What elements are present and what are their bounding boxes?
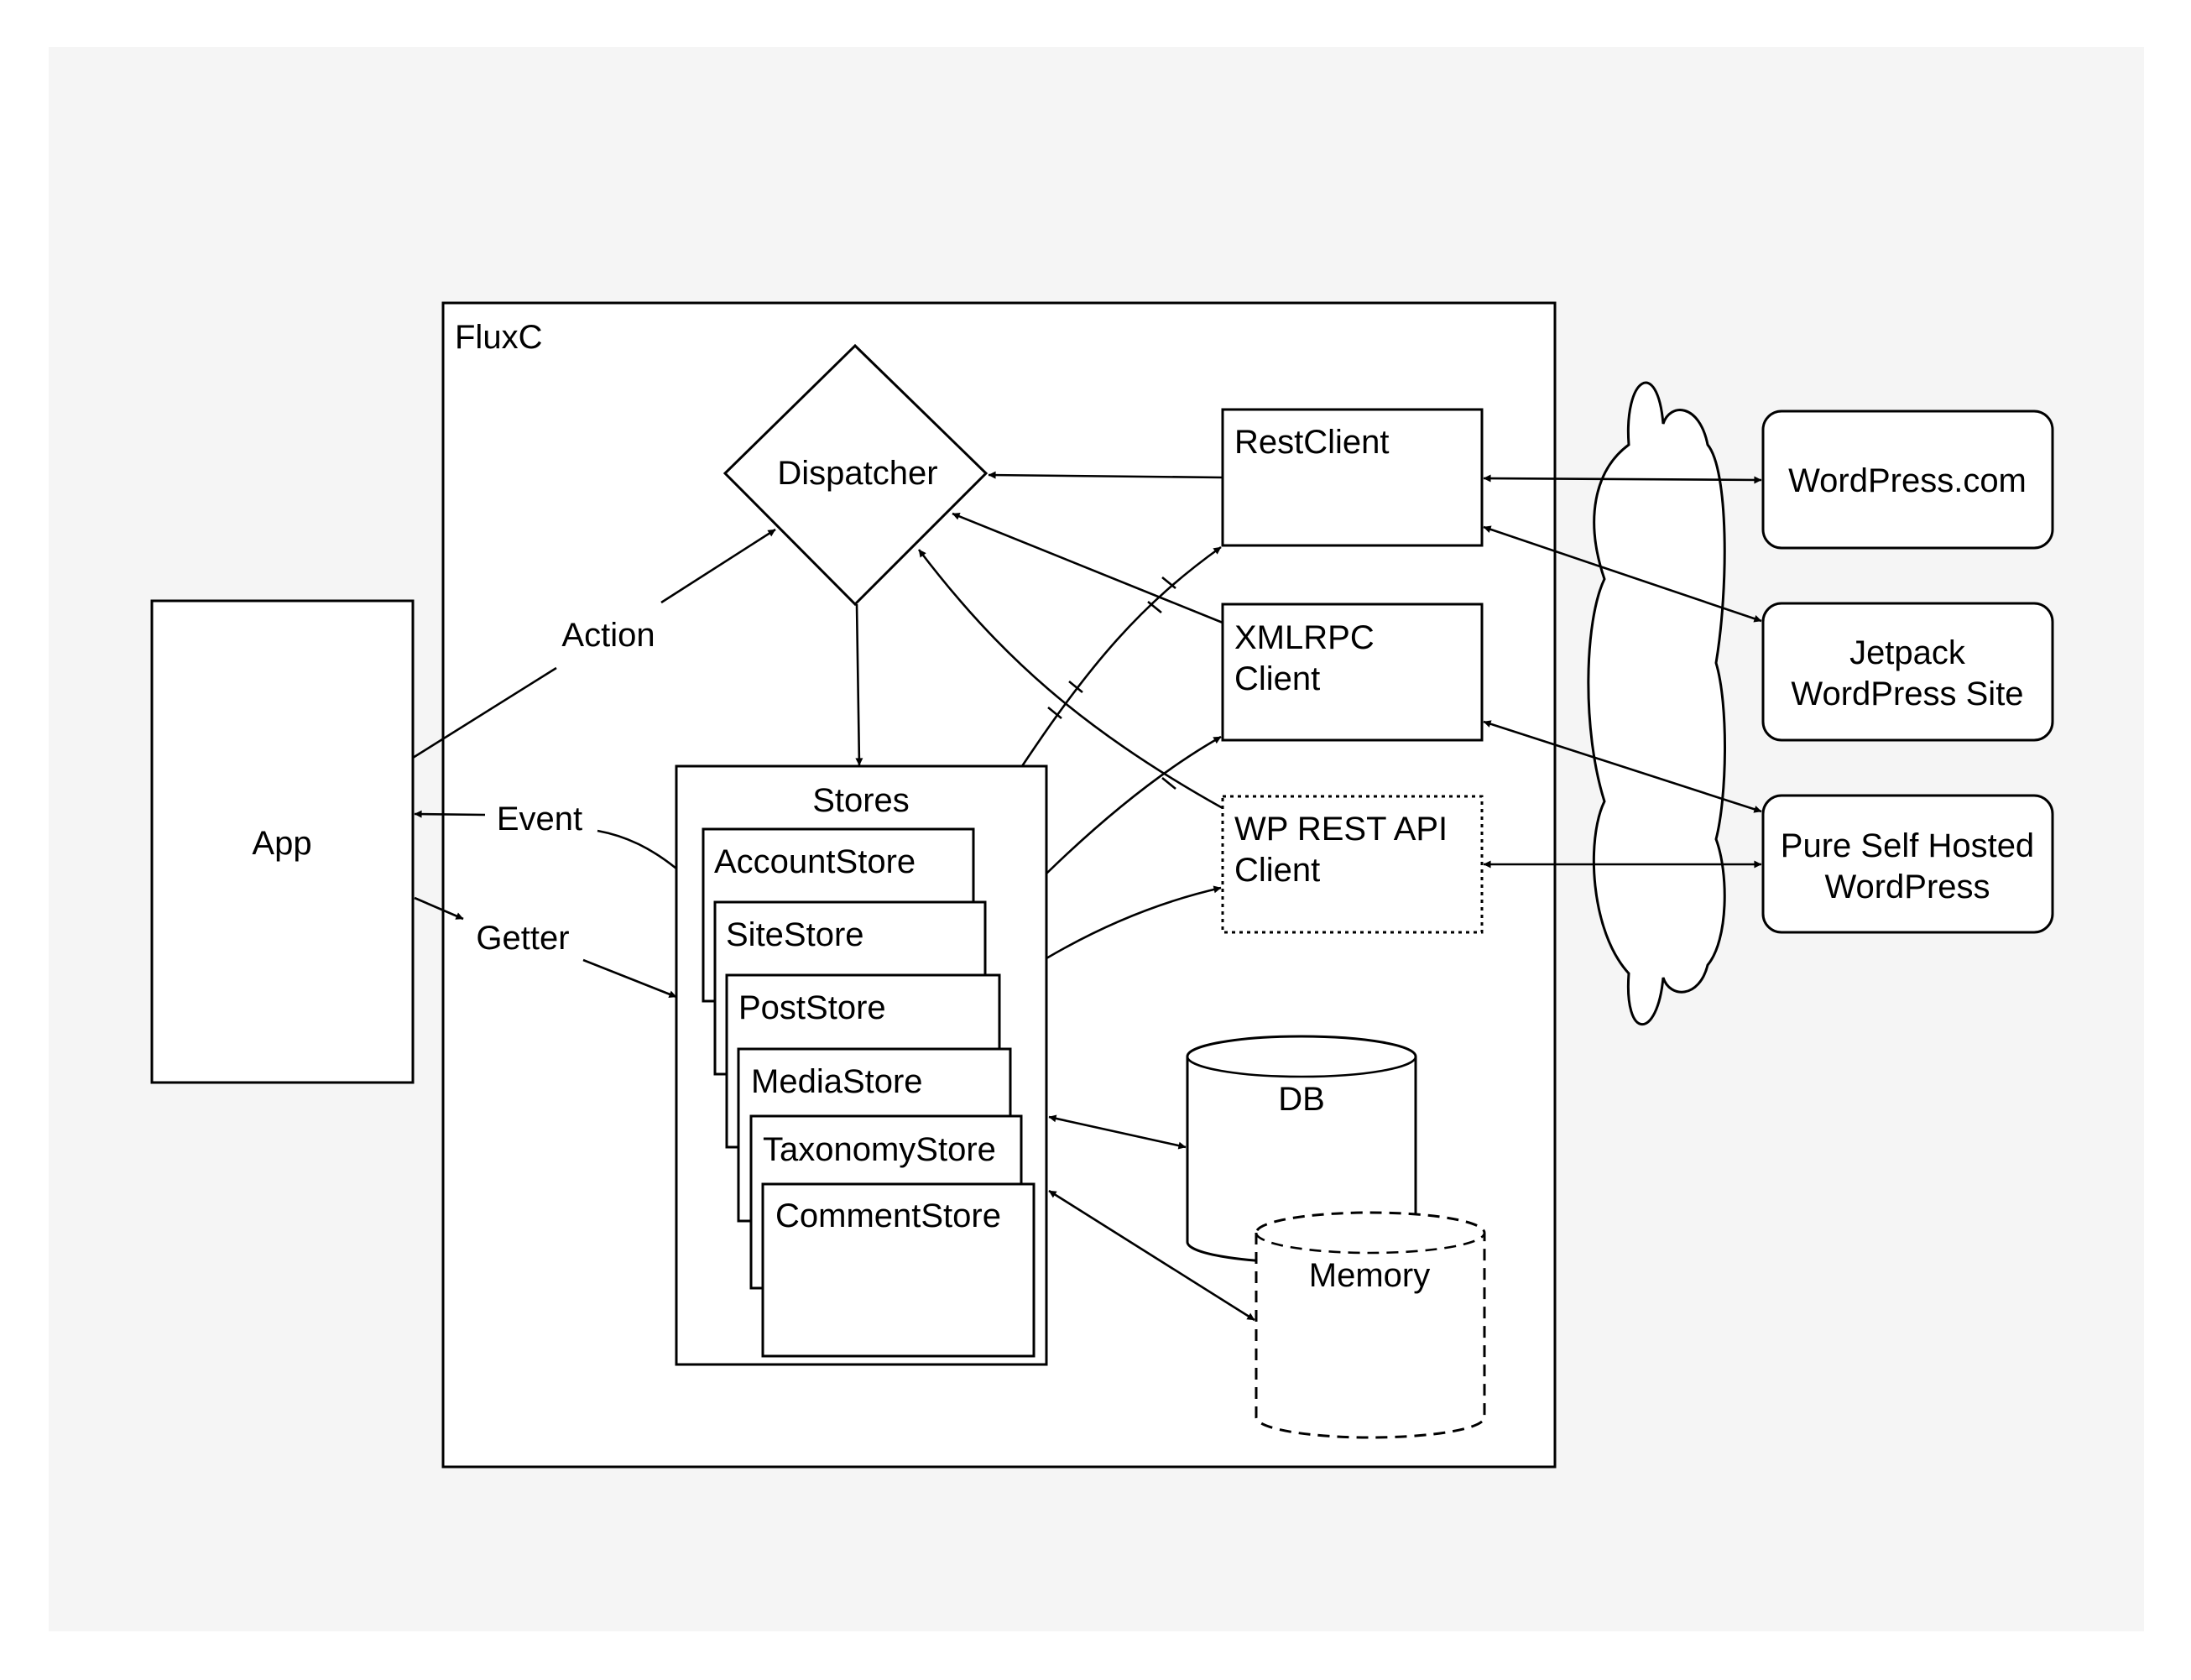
restclient-wordpresscom-arrow [1483, 474, 1762, 484]
db-label: DB [1278, 1081, 1325, 1118]
self-hosted-box [1761, 794, 2054, 934]
event-arrow [415, 814, 677, 870]
taxonomy-store-label: TaxonomyStore [763, 1131, 996, 1168]
rest-client-box [1221, 408, 1484, 547]
wordpress-com-label: WordPress.com [1788, 462, 2027, 499]
stores-label: Stores [812, 782, 910, 819]
stores-to-xmlrpc-arrow [1046, 735, 1222, 874]
event-label: Event [497, 801, 582, 837]
app-label: App [252, 825, 311, 862]
xmlrpc-to-dispatcher-arrow [952, 512, 1223, 624]
jetpack-label-1: Jetpack [1849, 634, 1966, 671]
stores-to-restclient-arrow [1020, 545, 1222, 767]
account-store-label: AccountStore [714, 843, 916, 880]
wp-rest-api-client-label-2: Client [1234, 852, 1320, 889]
action-arrow [412, 530, 775, 759]
app-box [150, 599, 415, 1084]
comment-store-card [761, 1182, 1036, 1358]
memory-label: Memory [1309, 1257, 1430, 1294]
restclient-to-dispatcher-arrow [988, 471, 1223, 479]
xmlrpc-client-label-1: XMLRPC [1234, 619, 1375, 656]
jetpack-site-box [1761, 602, 2054, 742]
dispatcher-to-stores-arrow [855, 603, 863, 766]
getter-label: Getter [476, 920, 569, 957]
wordpress-com-box [1761, 410, 2054, 550]
xmlrpc-selfhosted-arrow [1483, 720, 1762, 813]
self-hosted-label-2: WordPress [1824, 869, 1990, 905]
wp-rest-api-client-label-1: WP REST API [1234, 811, 1448, 848]
getter-arrow [414, 898, 676, 997]
stores-to-wprest-arrow [1046, 885, 1222, 960]
memory-cylinder [1255, 1211, 1486, 1439]
wprest-to-dispatcher-arrow [917, 549, 1223, 810]
line-crossing-marks [1047, 576, 1176, 790]
jetpack-label-2: WordPress Site [1791, 676, 2023, 712]
dispatcher-label: Dispatcher [777, 455, 937, 492]
stores-db-arrow [1048, 1114, 1187, 1150]
comment-store-label: CommentStore [775, 1197, 1001, 1234]
stores-memory-arrow [1048, 1189, 1255, 1322]
post-store-label: PostStore [738, 989, 886, 1026]
media-store-label: MediaStore [751, 1063, 923, 1100]
rest-client-label: RestClient [1234, 424, 1390, 461]
wp-rest-api-client-box [1221, 795, 1484, 934]
xmlrpc-client-label-2: Client [1234, 660, 1320, 697]
xmlrpc-client-box [1221, 603, 1484, 742]
self-hosted-label-1: Pure Self Hosted [1781, 827, 2034, 864]
site-store-label: SiteStore [726, 916, 864, 953]
fluxc-label: FluxC [455, 319, 542, 356]
action-label: Action [561, 617, 655, 654]
restclient-jetpack-arrow [1483, 525, 1762, 623]
dispatcher-diamond [723, 343, 989, 607]
